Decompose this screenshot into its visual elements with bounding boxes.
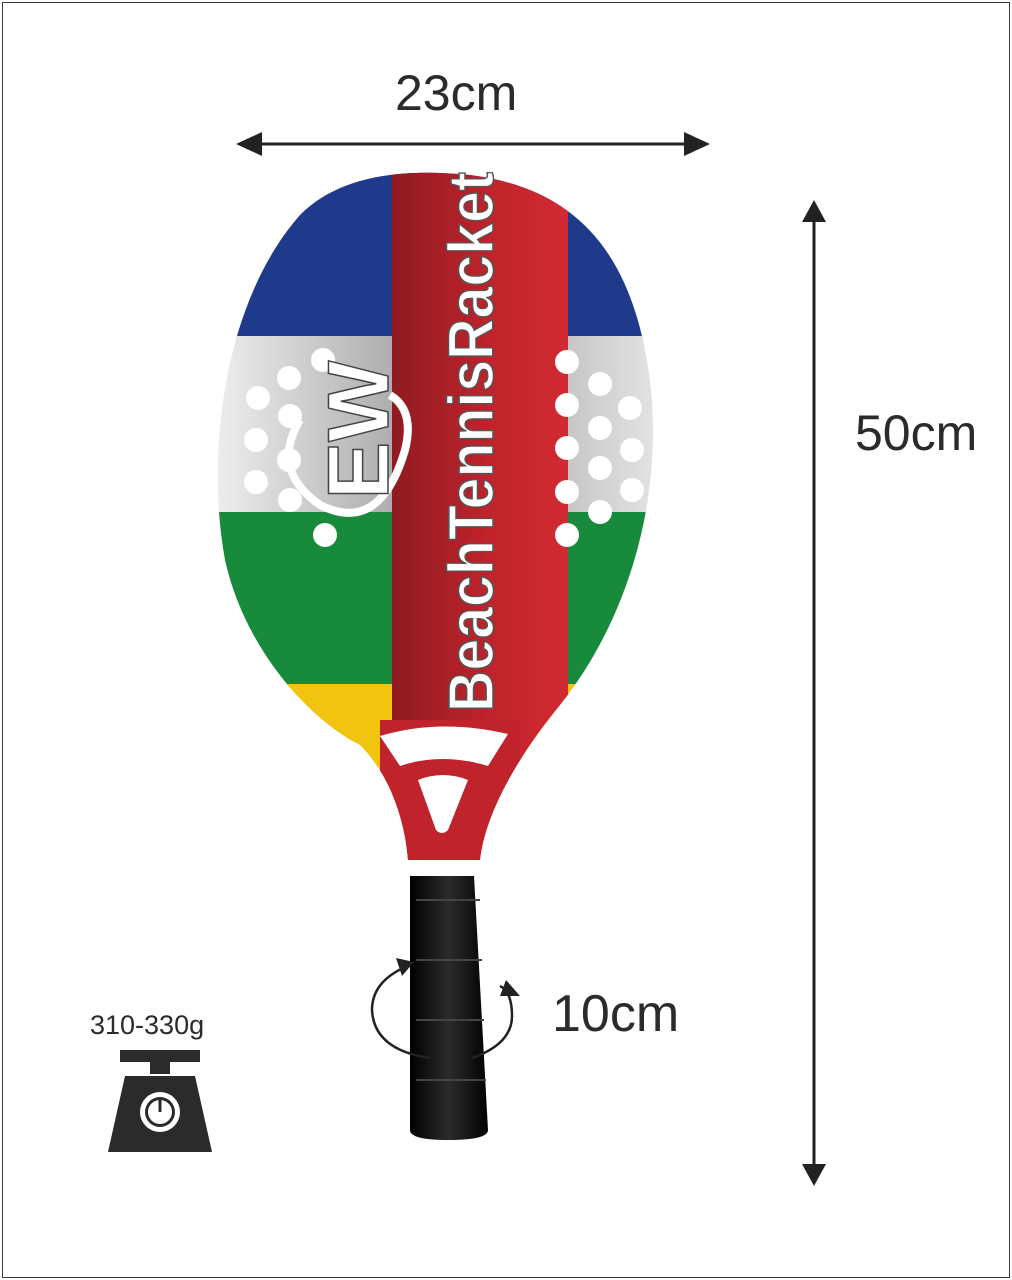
height-arrow [802,200,826,1186]
brand-logo: EW [284,359,412,517]
scale-icon [108,1050,212,1152]
svg-text:EW: EW [311,360,407,499]
grip-rotation-arrows [370,958,520,1060]
racket-brand-text: BeachTennisRacket [435,172,507,712]
width-label: 23cm [395,65,518,121]
width-arrow [236,132,710,156]
weight-label: 310-330g [90,1010,205,1040]
holes-right [555,350,644,547]
grip-circumference-label: 10cm [552,985,680,1043]
holes-left [244,348,337,547]
racket-handle [410,876,488,1140]
height-label: 50cm [855,405,978,461]
